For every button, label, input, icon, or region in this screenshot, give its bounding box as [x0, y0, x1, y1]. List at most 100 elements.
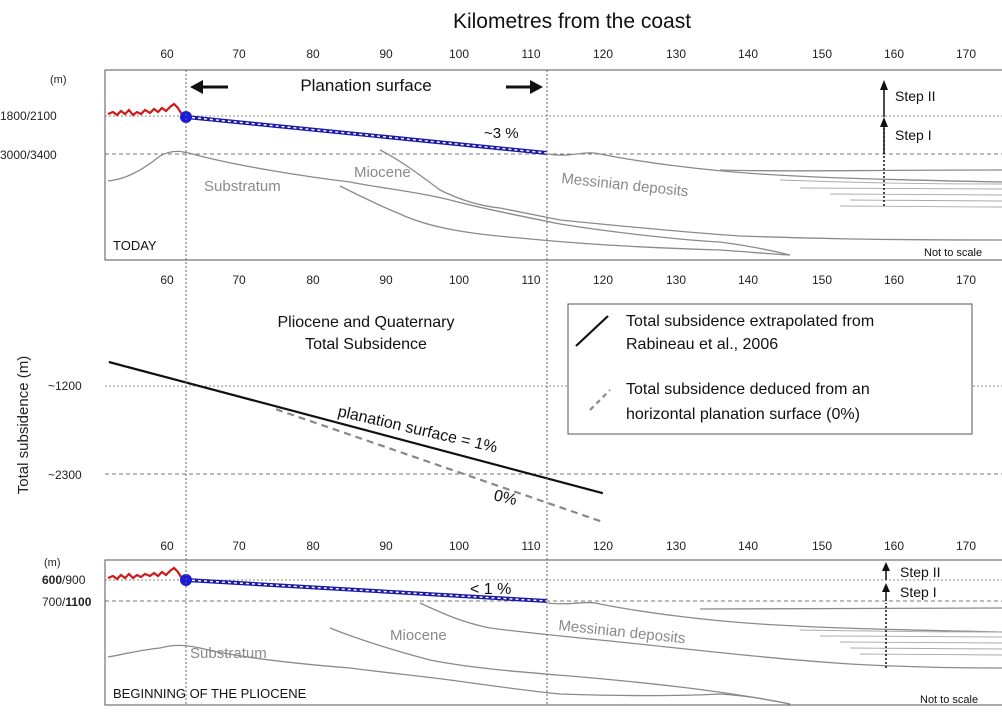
figure-title: Kilometres from the coast	[453, 10, 691, 33]
bottom-axis-ticks: 60 70 80 90 100 110 120 130 140 150 160 …	[160, 539, 976, 553]
tick-label: 90	[379, 539, 393, 553]
top-step-2: Step II	[895, 88, 935, 104]
tick-label: 120	[593, 539, 613, 553]
tick-label: 130	[666, 539, 686, 553]
top-scale-note: Not to scale	[924, 247, 982, 259]
bottom-level-1-bold: 600	[42, 573, 62, 587]
y-axis-label: Total subsidence (m)	[15, 356, 32, 494]
top-miocene-label: Miocene	[354, 164, 411, 181]
top-corner-label: TODAY	[113, 238, 157, 253]
tick-label: 80	[306, 47, 320, 61]
middle-panel: 60 70 80 90 100 110 120 130 140 150 160 …	[15, 273, 1002, 524]
tick-label: 170	[956, 47, 976, 61]
legend-dashed-swatch	[589, 389, 611, 411]
bottom-scale-note: Not to scale	[920, 694, 978, 706]
top-level-1: 1800/2100	[0, 109, 57, 123]
bottom-substratum-line	[107, 644, 791, 705]
tick-label: 100	[449, 539, 469, 553]
step-arrow-icon	[882, 583, 890, 592]
legend-solid-label-1: Total subsidence extrapolated from	[626, 313, 874, 330]
substratum-top-line	[107, 150, 791, 256]
bottom-step-1: Step I	[900, 584, 937, 600]
tick-label: 120	[593, 47, 613, 61]
middle-y-tick-1: ~1200	[48, 379, 82, 393]
tick-label: 90	[379, 273, 393, 287]
middle-title-line-2: Total Subsidence	[305, 336, 427, 353]
middle-title-line-1: Pliocene and Quaternary	[278, 314, 455, 331]
coastal-relief-line	[107, 102, 186, 118]
tick-label: 160	[884, 539, 904, 553]
top-step-1: Step I	[895, 127, 932, 143]
bottom-level-1: 600/900	[42, 573, 86, 587]
tick-label: 140	[738, 47, 758, 61]
tick-label: 140	[738, 273, 758, 287]
subsidence-line-rabineau	[108, 360, 604, 495]
tick-label: 150	[812, 47, 832, 61]
bottom-level-2-bold: 1100	[65, 595, 91, 609]
top-level-2: 3000/3400	[0, 148, 57, 162]
bottom-messinian-layers	[799, 629, 1002, 656]
tick-label: 130	[666, 47, 686, 61]
legend-solid-label-2: Rabineau et al., 2006	[626, 336, 778, 353]
tick-label: 70	[232, 47, 246, 61]
tick-label: 60	[160, 273, 174, 287]
messinian-layers	[779, 179, 1002, 208]
tick-label: 160	[884, 47, 904, 61]
bottom-slope-label: < 1 %	[470, 581, 511, 598]
tick-label: 110	[521, 539, 540, 553]
tick-label: 150	[812, 273, 832, 287]
top-slope-label: ~3 %	[484, 125, 519, 142]
tick-label: 80	[306, 273, 320, 287]
middle-axis-ticks: 60 70 80 90 100 110 120 130 140 150 160 …	[160, 273, 976, 287]
top-unit-label: (m)	[50, 74, 67, 86]
messinian-top-line	[547, 152, 1002, 183]
miocene-base-line	[379, 149, 1002, 241]
tick-label: 130	[666, 273, 686, 287]
legend-box	[567, 303, 973, 435]
tick-label: 70	[232, 273, 246, 287]
subsidence-lines	[108, 360, 604, 524]
tick-label: 170	[956, 273, 976, 287]
bottom-corner-label: BEGINNING OF THE PLIOCENE	[113, 686, 307, 701]
bottom-substratum-lower-line	[329, 627, 791, 705]
arrow-right-icon	[506, 80, 543, 94]
legend-dashed-label-2: horizontal planation surface (0%)	[626, 406, 860, 423]
bottom-miocene-line	[419, 602, 1002, 669]
bottom-messinian-base-line	[699, 607, 1002, 610]
planation-surface-label: Planation surface	[300, 76, 431, 95]
tick-label: 70	[232, 539, 246, 553]
tick-label: 160	[884, 273, 904, 287]
substratum-lower-line	[339, 185, 791, 256]
step-arrow-icon	[882, 562, 890, 571]
tick-label: 100	[449, 273, 469, 287]
arrow-left-icon	[190, 80, 228, 94]
tick-label: 80	[306, 539, 320, 553]
bottom-level-2: 700/1100	[42, 595, 92, 609]
bottom-step-2: Step II	[900, 564, 940, 580]
top-axis-ticks: 60 70 80 90 100 110 120 130 140 150 160 …	[160, 47, 976, 61]
tick-label: 60	[160, 47, 174, 61]
bottom-level-1-rest: /900	[62, 573, 86, 587]
messinian-base-line	[719, 169, 1002, 172]
tick-label: 170	[956, 539, 976, 553]
tick-label: 90	[379, 47, 393, 61]
legend-dashed-label-1: Total subsidence deduced from an	[626, 381, 870, 398]
tick-label: 150	[812, 539, 832, 553]
bottom-panel: 60 70 80 90 100 110 120 130 140 150 160 …	[42, 539, 1002, 706]
middle-y-tick-2: ~2300	[48, 468, 82, 482]
tick-label: 120	[593, 273, 613, 287]
legend: Total subsidence extrapolated from Rabin…	[567, 303, 973, 435]
tick-label: 60	[160, 539, 174, 553]
tick-label: 140	[738, 539, 758, 553]
coastline-point	[180, 111, 192, 123]
top-substratum-label: Substratum	[204, 178, 281, 195]
subsidence-line-horizontal	[275, 408, 604, 524]
bottom-coastal-relief-line	[107, 566, 186, 581]
bottom-level-2-first: 700/	[42, 595, 66, 609]
bottom-miocene-label: Miocene	[390, 627, 447, 644]
tick-label: 100	[449, 47, 469, 61]
top-panel: 60 70 80 90 100 110 120 130 140 150 160 …	[0, 47, 1002, 261]
bottom-unit-label: (m)	[44, 557, 61, 569]
top-panel-frame	[104, 69, 1002, 261]
